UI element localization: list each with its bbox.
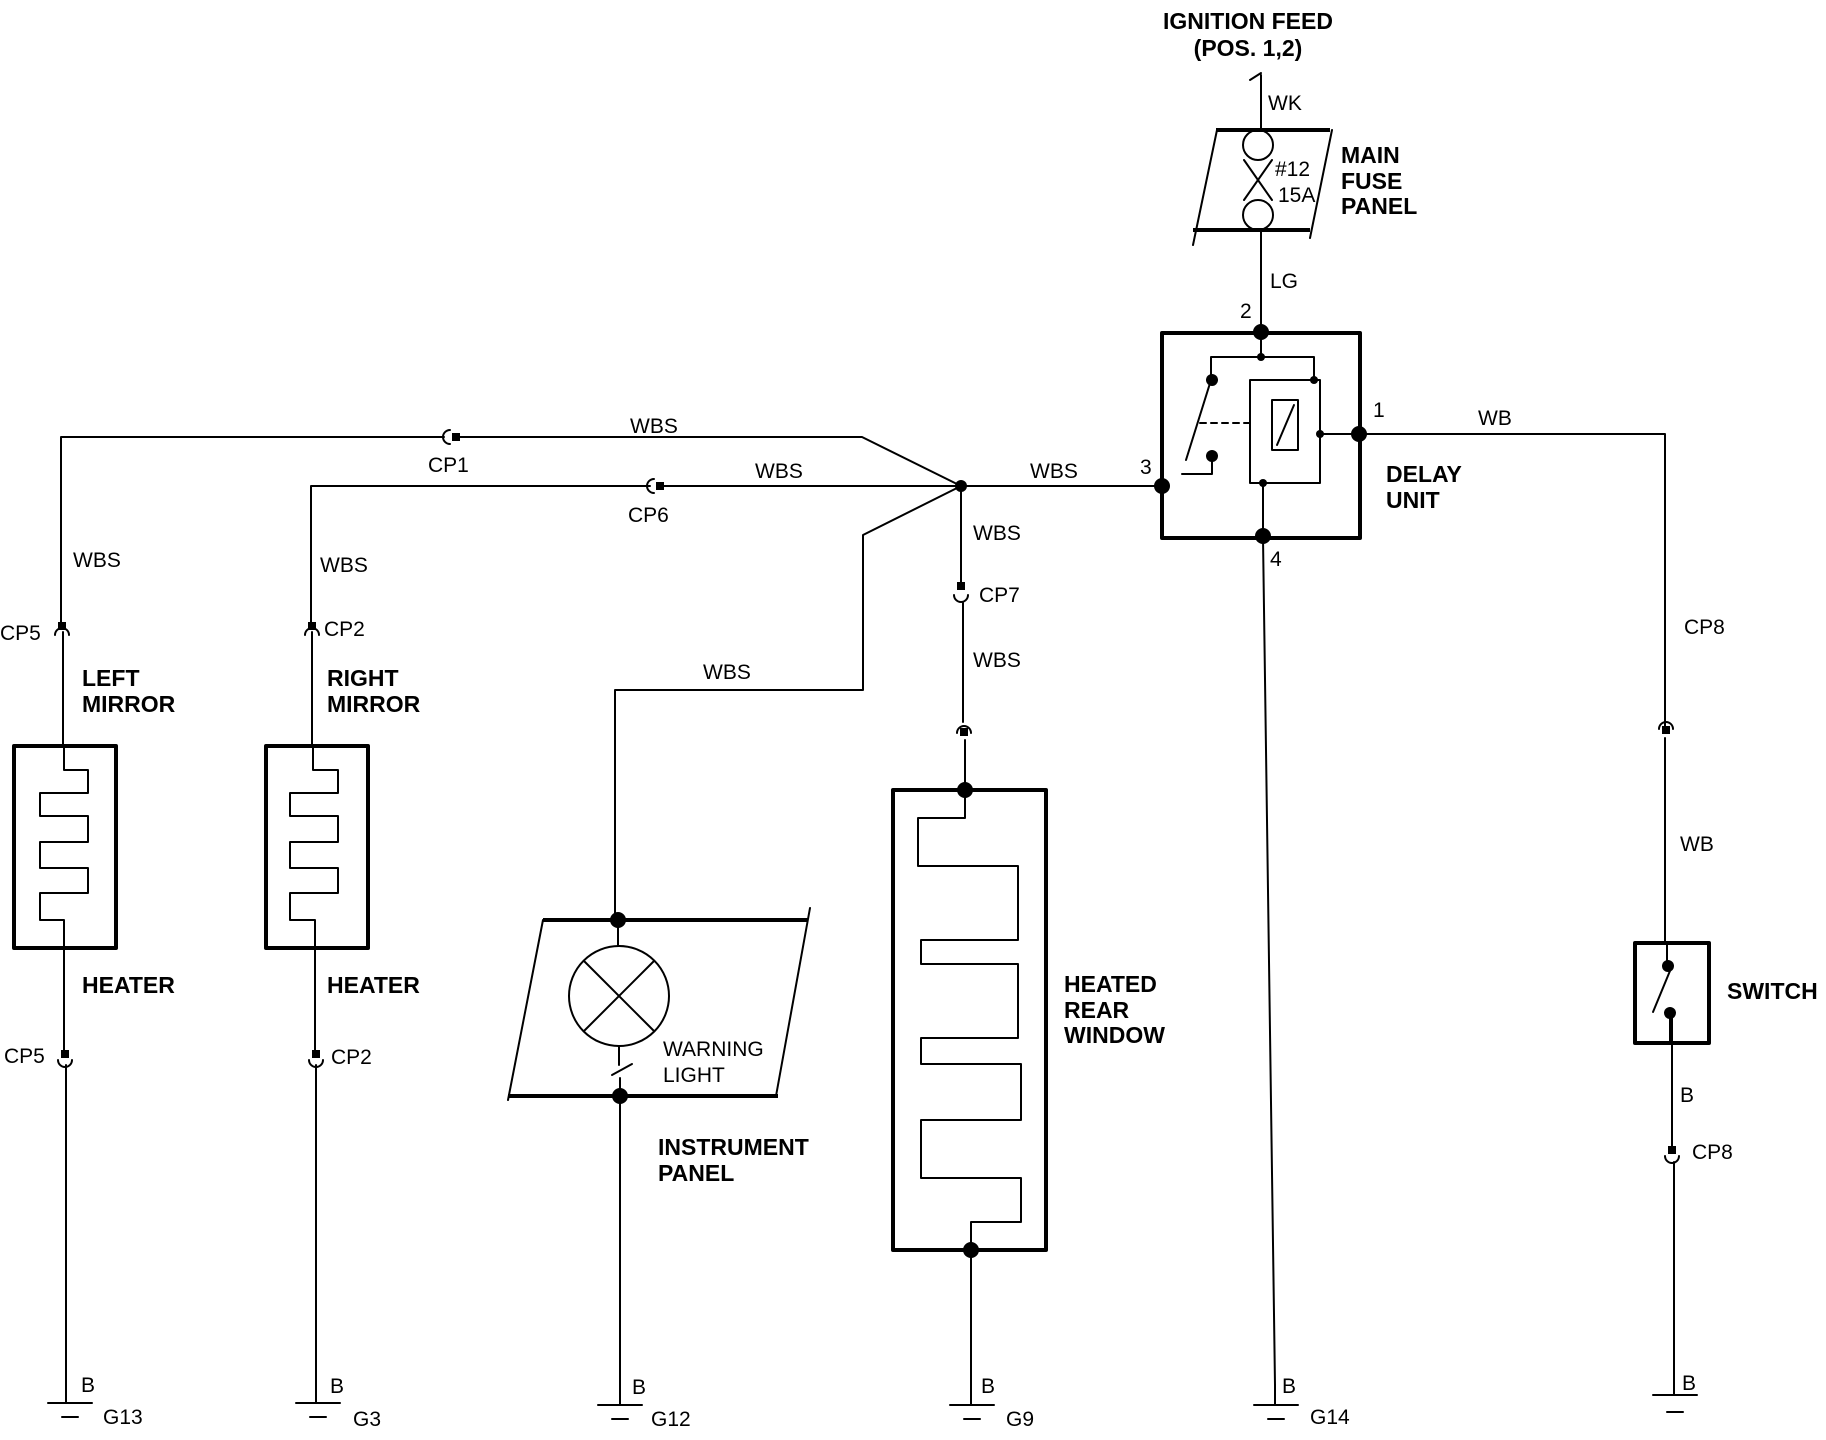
left-mirror-heater xyxy=(12,744,118,950)
wires xyxy=(60,72,1675,1386)
fuse-icon xyxy=(1243,159,1273,201)
ignition-wire xyxy=(1249,72,1262,131)
ground-icon xyxy=(949,1384,995,1420)
delay-unit-line2: UNIT xyxy=(1386,487,1440,513)
wire-label-wbs-window: WBS xyxy=(973,649,1021,672)
wire-label-b-right: B xyxy=(1682,1372,1696,1395)
delay-pin4: 4 xyxy=(1270,548,1282,571)
wire-label-wbs-top: WBS xyxy=(630,415,678,438)
heated-rear-window xyxy=(891,788,1048,1252)
heater-element-icon xyxy=(289,745,339,949)
wire-b-g14 xyxy=(1262,537,1276,1386)
connectors xyxy=(54,429,1680,1164)
switch-label: SWITCH xyxy=(1727,978,1818,1004)
wire-wbs-left xyxy=(60,436,962,623)
connector-cp5-bottom: CP5 xyxy=(4,1045,45,1068)
wire-label-wk: WK xyxy=(1268,92,1302,115)
warning-lamp-icon xyxy=(583,960,655,1032)
fuse-panel-line1: MAIN xyxy=(1341,142,1400,168)
rear-window-line1: HEATED xyxy=(1064,971,1157,997)
ground-icon xyxy=(597,1384,643,1420)
left-mirror-line1: LEFT xyxy=(82,665,140,691)
heater-element-icon xyxy=(39,745,89,949)
delay-unit-line1: DELAY xyxy=(1386,461,1462,487)
ground-icon xyxy=(1253,1384,1299,1420)
wire-label-wb-top: WB xyxy=(1478,407,1512,430)
ground-g3: G3 xyxy=(353,1408,381,1431)
delay-pin3: 3 xyxy=(1140,456,1152,479)
wire-wbs-window xyxy=(960,485,966,791)
right-heater-label: HEATER xyxy=(327,972,420,998)
connector-cp1: CP1 xyxy=(428,454,469,477)
rear-window-line2: REAR xyxy=(1064,997,1130,1023)
connector-cp5-top: CP5 xyxy=(0,622,41,645)
ground-icon xyxy=(295,1382,341,1418)
wire-label-b-switch: B xyxy=(1680,1084,1694,1107)
ground-icon xyxy=(1652,1377,1698,1413)
wire-wbs-right xyxy=(310,485,962,623)
connector-cp8-top: CP8 xyxy=(1684,616,1725,639)
right-mirror-heater xyxy=(264,744,370,950)
ground-g9: G9 xyxy=(1006,1408,1034,1431)
wire-label-wbs-down: WBS xyxy=(973,522,1021,545)
heater-grid-icon xyxy=(917,789,1022,1251)
title-line2: (POS. 1,2) xyxy=(1194,35,1303,61)
wire-label-b-g13: B xyxy=(81,1374,95,1397)
warning-light-line2: LIGHT xyxy=(663,1064,725,1087)
ground-g12: G12 xyxy=(651,1408,691,1431)
wire-label-b-g9: B xyxy=(981,1375,995,1398)
fuse-panel-line2: FUSE xyxy=(1341,168,1402,194)
main-fuse-panel xyxy=(1192,128,1333,246)
wire-right-heater xyxy=(311,631,317,1384)
delay-pin1: 1 xyxy=(1373,399,1385,422)
wire-left-heater xyxy=(62,631,67,1384)
delay-pin2: 2 xyxy=(1240,300,1252,323)
right-mirror-line2: MIRROR xyxy=(327,691,421,717)
wire-label-wbs-instrument: WBS xyxy=(703,661,751,684)
warning-light-line1: WARNING xyxy=(663,1038,764,1061)
wire-label-lg: LG xyxy=(1270,270,1298,293)
rear-window-line3: WINDOW xyxy=(1064,1022,1165,1048)
instrument-panel-line1: INSTRUMENT xyxy=(658,1134,809,1160)
left-heater-label: HEATER xyxy=(82,972,175,998)
switch-contact-icon xyxy=(1652,965,1673,1013)
connector-cp2-bottom: CP2 xyxy=(331,1046,372,1069)
fuse-panel-line3: PANEL xyxy=(1341,193,1417,219)
instrument-panel xyxy=(507,907,811,1101)
ground-g13: G13 xyxy=(103,1406,143,1429)
connector-cp6: CP6 xyxy=(628,504,669,527)
wire-label-b-g3: B xyxy=(330,1375,344,1398)
connector-cp2-top: CP2 xyxy=(324,618,365,641)
wire-label-wbs-left: WBS xyxy=(73,549,121,572)
wire-label-wbs-right: WBS xyxy=(320,554,368,577)
ground-symbols xyxy=(47,1377,1698,1420)
wire-label-wbs-pin3: WBS xyxy=(1030,460,1078,483)
fuse-rating: 15A xyxy=(1278,184,1315,207)
instrument-panel-line2: PANEL xyxy=(658,1160,734,1186)
wire-label-wb-switch: WB xyxy=(1680,833,1714,856)
ground-icon xyxy=(47,1382,93,1418)
wire-label-wbs-cp6: WBS xyxy=(755,460,803,483)
fuse-number: #12 xyxy=(1275,158,1310,181)
title-line1: IGNITION FEED xyxy=(1163,8,1333,34)
wire-label-b-g14: B xyxy=(1282,1375,1296,1398)
wire-label-b-g12: B xyxy=(632,1376,646,1399)
left-mirror-line2: MIRROR xyxy=(82,691,176,717)
right-mirror-line1: RIGHT xyxy=(327,665,399,691)
delay-unit xyxy=(1160,331,1363,540)
labels: IGNITION FEED (POS. 1,2) WK #12 15A MAIN… xyxy=(0,8,1818,1431)
wire-wb-pin1 xyxy=(1361,433,1666,729)
connector-cp7: CP7 xyxy=(979,584,1020,607)
junctions xyxy=(610,324,1676,1258)
ground-g14: G14 xyxy=(1310,1406,1350,1429)
connector-cp8-bottom: CP8 xyxy=(1692,1141,1733,1164)
wire-wbs-instrument xyxy=(614,485,962,921)
